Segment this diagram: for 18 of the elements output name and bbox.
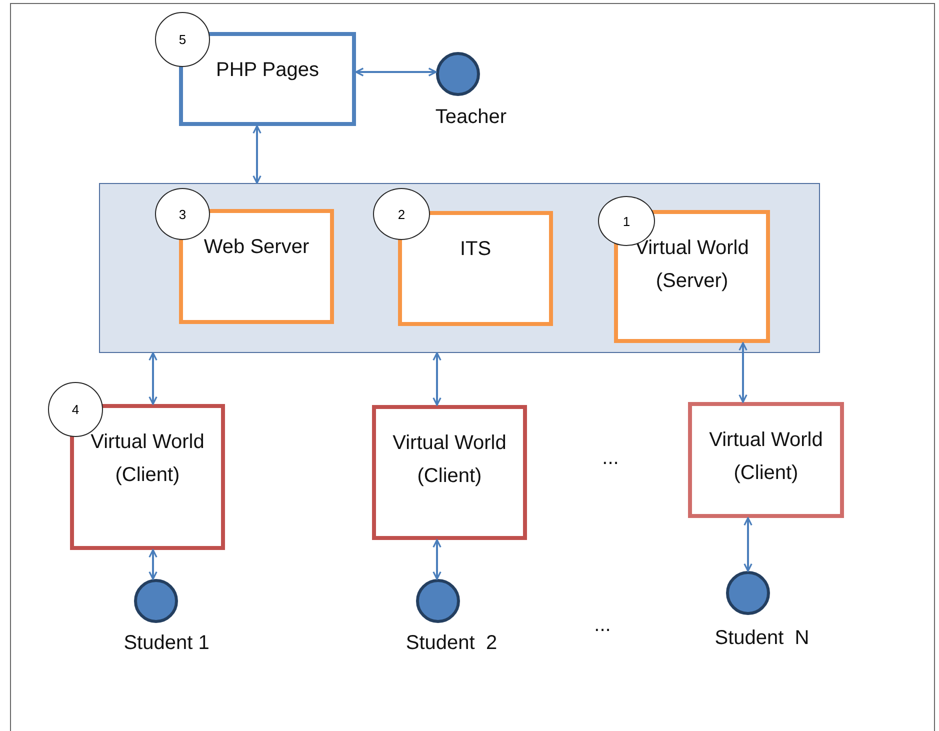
double-arrow [355,68,437,76]
double-arrow [148,352,158,405]
double-arrow [432,539,442,580]
double-arrow [148,549,158,580]
component-box: Virtual World (Client) [372,405,527,540]
server-group-panel [99,183,820,353]
double-arrow [744,517,752,572]
person-circle [134,579,178,623]
number-circle: 2 [373,188,430,240]
person-circle [416,579,460,623]
person-circle [726,571,770,615]
double-arrow [432,352,442,406]
double-arrow [252,125,262,184]
component-box: Virtual World (Client) [688,402,844,518]
double-arrow [738,342,748,403]
number-circle: 5 [155,12,210,67]
number-circle: 3 [155,188,210,240]
person-circle [436,52,480,96]
